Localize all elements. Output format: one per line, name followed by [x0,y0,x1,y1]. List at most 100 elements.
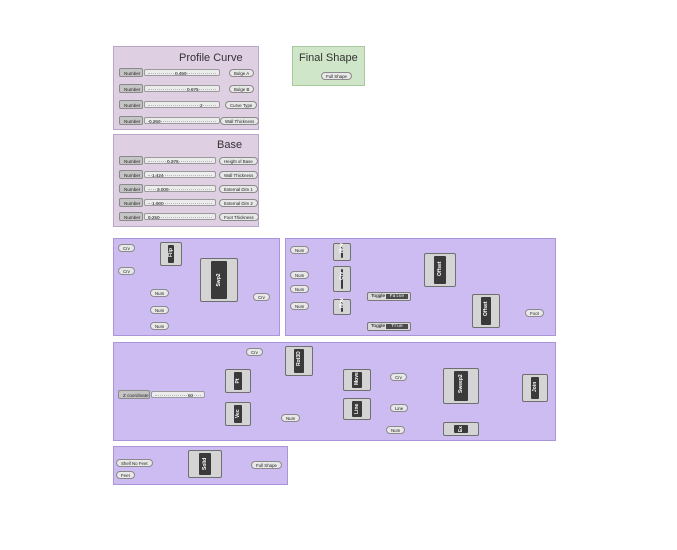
foot-group[interactable] [285,238,556,336]
solid-union-component[interactable]: Solid [188,450,222,478]
sweep-group[interactable] [113,238,280,336]
slider-external-dim-2[interactable]: Number 1.000 External Dim 2 [119,198,258,207]
slider-output[interactable]: Bulge B [229,84,255,93]
profile-curve-group[interactable]: Profile Curve Number 0.450 Bulge A Numbe… [113,46,260,130]
crv-output[interactable]: Crv [253,293,270,301]
crv-input[interactable]: Crv [118,267,135,275]
slider-value: 0.450 [175,71,187,76]
component-label: Vec [235,409,241,418]
num-input[interactable]: Num [290,271,310,279]
slider-output[interactable]: Wall Thickness [220,116,260,125]
slider-track[interactable]: 1.000 [144,199,216,206]
slider-output[interactable]: External Dim 1 [219,184,258,193]
component-label: Swp2 [216,273,222,287]
base-group[interactable]: Base Number 0.375 Height of Base Number … [113,134,259,227]
shell-no-feet-input[interactable]: Shell No Feet [116,459,153,467]
slider-height-of-base[interactable]: Number 0.375 Height of Base [119,156,258,165]
num-input[interactable]: Num [281,414,301,422]
slider-tag: Number [119,100,143,109]
toggle-value[interactable]: True [386,324,408,329]
component-label: Line [354,403,360,414]
slider-output[interactable]: Wall Thickness [219,170,259,179]
sweep2-component[interactable]: Sweep2 [443,368,479,404]
num-input[interactable]: Num [290,246,310,254]
component-label: Flip [168,248,174,257]
slider-external-dim-1[interactable]: Number 3.000 External Dim 1 [119,184,258,193]
num-input[interactable]: Num [290,302,310,310]
foot-output[interactable]: Foot [525,309,544,317]
slider-track[interactable]: 0.375 [144,157,216,164]
slider-value: 50 [188,393,194,398]
slider-tag: Number [119,198,143,207]
num-input[interactable]: Num [150,306,170,314]
slider-wall-thickness-base[interactable]: Number 1.424 Wall Thickness [119,170,259,179]
full-shape-output[interactable]: Full Shape [251,461,282,469]
slider-track[interactable]: 1.424 [144,171,216,178]
slider-track[interactable]: 2 [144,101,220,108]
slider-track[interactable]: 50 [151,391,205,398]
slider-track[interactable]: 3.000 [144,185,216,192]
toggle-value[interactable]: False [386,294,408,299]
extrude-group[interactable] [113,342,556,441]
final-shape-group[interactable]: Final Shape Full Shape [292,46,365,86]
vector-component[interactable]: Vec [225,402,251,426]
extrude-component[interactable]: Ex [443,422,479,436]
slider-output[interactable]: External Dim 2 [219,198,258,207]
slider-tag: Number [119,116,143,125]
slider-bulge-a[interactable]: Number 0.450 Bulge A [119,68,255,77]
slider-tag: Number [119,212,143,221]
slider-output[interactable]: Foot Thickness [219,212,259,221]
rotate3d-component[interactable]: Rot3D [285,346,313,376]
num-input[interactable]: Num [150,322,170,330]
slider-curve-type[interactable]: Number 2 Curve Type [119,100,258,109]
slider-tag: Number [119,156,143,165]
slider-track[interactable]: 0.250 [144,117,220,124]
slider-tag: Number [119,68,143,77]
crv-input[interactable]: Crv [246,348,263,356]
num-input[interactable]: Num [290,285,310,293]
slider-tag: Number [119,184,143,193]
slider-value: 0.250 [149,119,161,124]
num-input[interactable]: Num [386,426,406,434]
toggle-label: Toggle [371,294,386,299]
move-component[interactable]: Mov [333,298,351,315]
component-label: Solid [202,457,208,470]
slider-foot-thickness[interactable]: Number 0.250 Foot Thickness [119,212,259,221]
component-label: Offset [483,301,489,316]
point-component[interactable]: Pt [225,369,251,393]
feet-input[interactable]: Feet [116,471,135,479]
slider-wall-thickness[interactable]: Number 0.250 Wall Thickness [119,116,260,125]
slider-track[interactable]: 0.450 [144,69,220,76]
slider-output[interactable]: Curve Type [225,100,258,109]
group-title: Profile Curve [179,52,243,64]
component-label: Move [354,372,360,385]
join-component[interactable]: Join [522,374,548,402]
move-component[interactable]: Mov [333,243,351,261]
flip-component[interactable]: Flip [160,242,182,266]
component-label: Rot3D [296,351,302,366]
slider-track[interactable]: 0.250 [144,213,216,220]
move-component[interactable]: Move [343,369,371,391]
slider-output[interactable]: Bulge A [229,68,255,77]
slider-output[interactable]: Height of Base [219,156,258,165]
slider-track[interactable]: 0.675 [144,85,220,92]
component-label: Offset [437,261,443,276]
offset-component[interactable]: Offset [424,253,456,287]
slider-bulge-b[interactable]: Number 0.675 Bulge B [119,84,255,93]
z-coordinate-slider[interactable]: Z coordinate 50 [118,390,208,399]
curve-component[interactable]: Crv [333,266,351,292]
line-component[interactable]: Line [343,398,371,420]
slider-value: 1.000 [152,201,164,206]
component-label: Pt [235,378,241,384]
sweep2-component[interactable]: Swp2 [200,258,238,302]
crv-output[interactable]: Crv [390,373,407,381]
line-output[interactable]: Line [390,404,409,412]
num-input[interactable]: Num [150,289,170,297]
component-label: Mov [339,243,345,253]
offset-component[interactable]: Offset [472,294,500,328]
group-title: Final Shape [299,52,358,64]
final-shape-output[interactable]: Full Shape [321,72,352,80]
crv-input[interactable]: Crv [118,244,135,252]
